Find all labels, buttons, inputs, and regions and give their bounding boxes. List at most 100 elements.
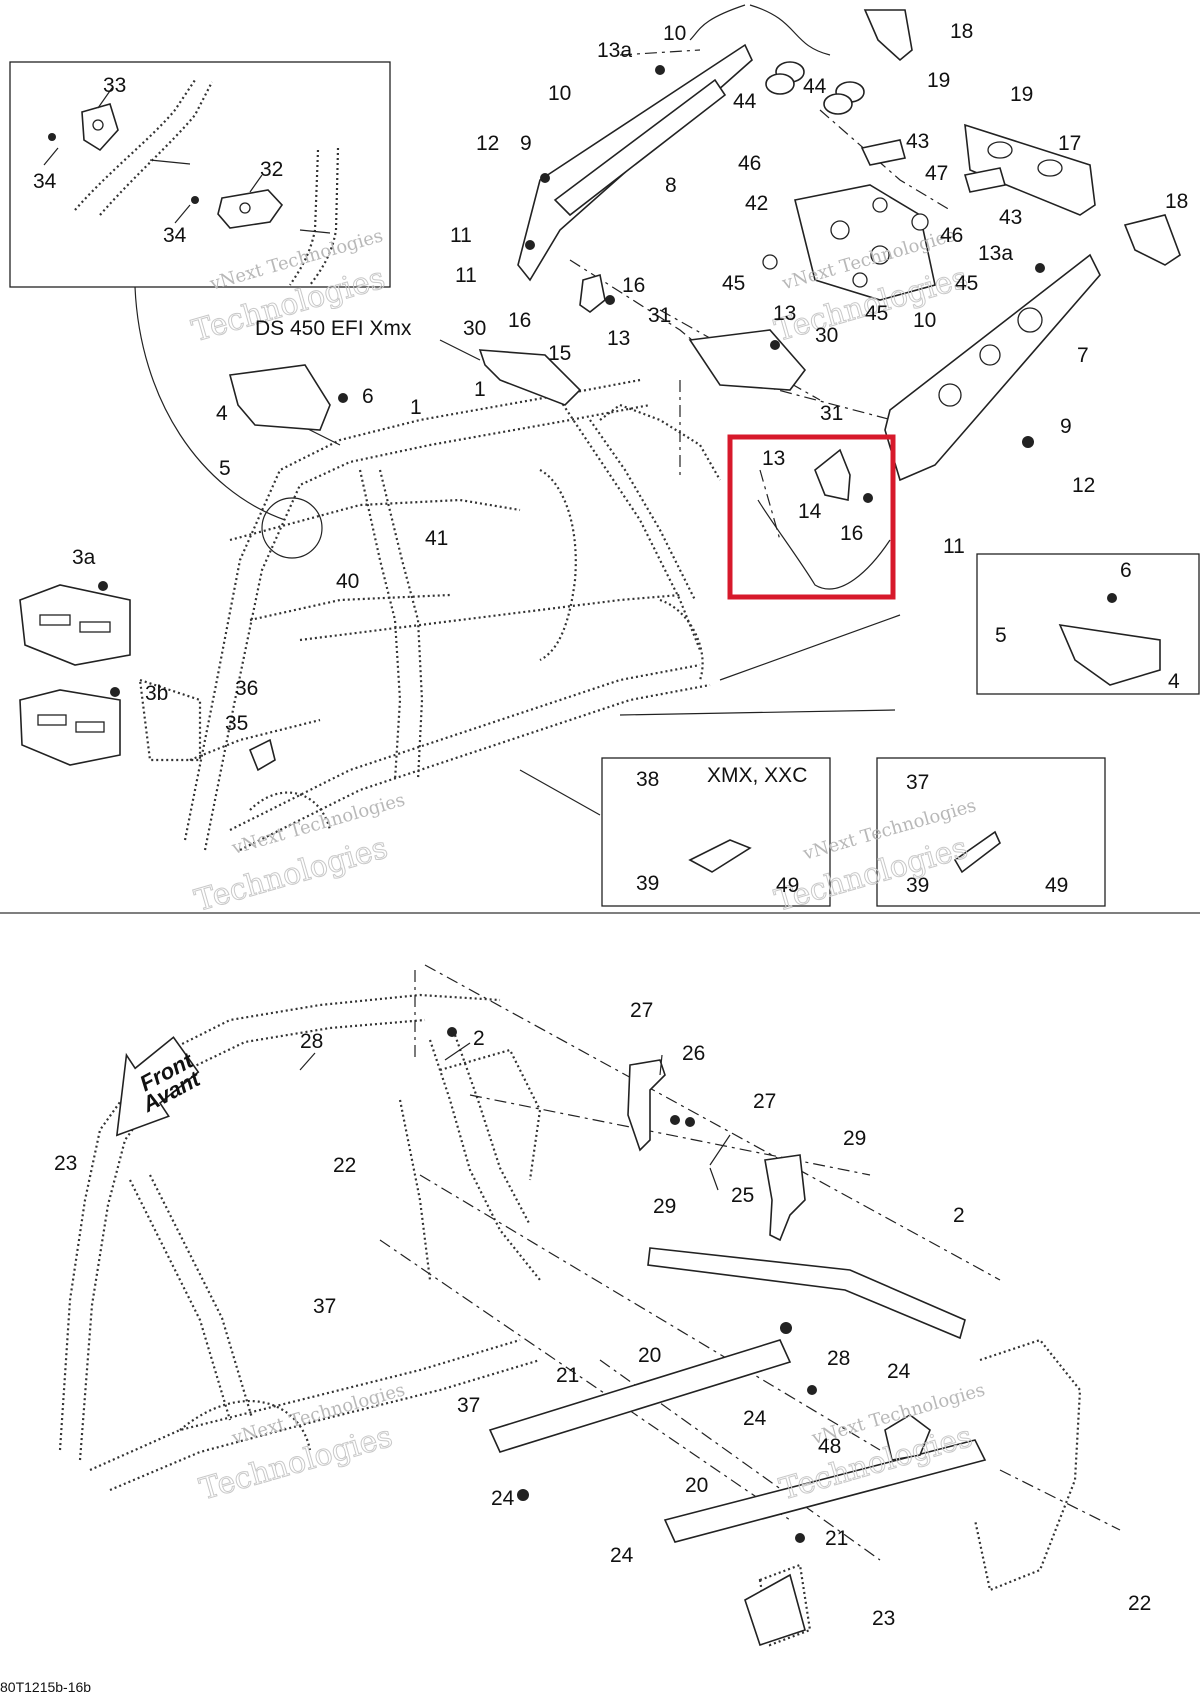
callout: 37: [906, 771, 929, 794]
callout: 23: [872, 1607, 895, 1630]
callout: 30: [815, 324, 838, 347]
callout: 32: [260, 158, 283, 181]
callout: 29: [653, 1195, 676, 1218]
callout: 24: [887, 1360, 911, 1383]
part-3b-guard: [19, 689, 121, 766]
frame-bottom: [58, 993, 1082, 1647]
callout: 3b: [145, 682, 168, 705]
callout: 43: [999, 206, 1022, 229]
highlight-frame: [727, 434, 896, 600]
figure-code: 80T1215b-16b: [0, 1679, 91, 1695]
front-arrow: Front Avant: [115, 1036, 205, 1137]
callout: 19: [1010, 83, 1033, 106]
callout: 10: [913, 309, 936, 332]
callouts-bottom: 28 2 27 26 22 23 29 27 29 25 2 37 37 28 …: [54, 999, 1151, 1630]
callout: 6: [362, 385, 374, 408]
callout: 16: [840, 522, 863, 545]
callout: 37: [313, 1295, 336, 1318]
part-7-rail: [884, 253, 1101, 482]
callout: 1: [410, 396, 422, 419]
callout: 13a: [978, 242, 1013, 265]
callout: 18: [1165, 190, 1188, 213]
callout: 13: [773, 302, 796, 325]
callout: 46: [738, 152, 761, 175]
callout: 37: [457, 1394, 480, 1417]
part-20b-rail: [663, 1439, 987, 1543]
callout: 10: [548, 82, 571, 105]
variant-label: XMX, XXC: [707, 764, 807, 787]
callout: 30: [463, 317, 486, 340]
callout: 9: [1060, 415, 1072, 438]
callout: 10: [663, 22, 686, 45]
inset-leader: [134, 286, 286, 521]
part-30-plate: [478, 349, 582, 406]
callout: 22: [1128, 1592, 1151, 1615]
callout: 15: [548, 342, 571, 365]
footrest-detail-box: [976, 553, 1200, 695]
callout: 13: [762, 447, 785, 470]
crossmember: [647, 1247, 966, 1340]
callout: 44: [733, 90, 757, 113]
callout: 31: [648, 304, 671, 327]
callout: 39: [636, 872, 659, 895]
callout: 49: [776, 874, 799, 897]
callout: 45: [722, 272, 745, 295]
callout: 24: [491, 1487, 515, 1510]
callout: 12: [1072, 474, 1095, 497]
part-25-bracket: [764, 1154, 806, 1242]
callout: 42: [745, 192, 768, 215]
callout: 28: [300, 1030, 323, 1053]
part-18b-clip: [1123, 214, 1181, 266]
callout: 13: [607, 327, 630, 350]
callout: 34: [33, 170, 57, 193]
callout: 21: [556, 1364, 579, 1387]
callout: 48: [818, 1435, 841, 1458]
callout: 36: [235, 677, 258, 700]
part-48-bracket: [884, 1414, 931, 1461]
callout: 28: [827, 1347, 850, 1370]
callout: 45: [865, 302, 888, 325]
part-18-clip: [863, 9, 913, 62]
callout: 14: [798, 500, 822, 523]
part-3a-guard: [19, 584, 131, 666]
callout: 4: [1168, 670, 1180, 693]
detail-inset: [9, 61, 391, 288]
callout: 16: [508, 309, 531, 332]
callout: 44: [803, 75, 827, 98]
callout: 26: [682, 1042, 705, 1065]
part-26-bracket: [627, 1059, 666, 1152]
part-42-bracket: [794, 184, 936, 301]
watermark-6: vNext Technologies Technologies: [775, 1379, 987, 1508]
callout: 24: [743, 1407, 767, 1430]
part-14-bracket: [814, 448, 851, 501]
callout: 17: [1058, 132, 1081, 155]
callout: 2: [473, 1027, 485, 1050]
svg-text:Technologies: Technologies: [196, 1419, 397, 1507]
callout: 25: [731, 1184, 754, 1207]
watermark-3: vNext Technologies Technologies: [190, 789, 407, 919]
callout: 39: [906, 874, 929, 897]
callout: 5: [219, 457, 231, 480]
callout: 9: [520, 132, 532, 155]
callout: 24: [610, 1544, 634, 1567]
callout: 46: [940, 224, 963, 247]
callout: 35: [225, 712, 248, 735]
callout: 20: [685, 1474, 708, 1497]
callout: 11: [943, 535, 965, 558]
callout: 3a: [72, 546, 96, 569]
callout: 11: [455, 264, 477, 287]
callout: 19: [927, 69, 950, 92]
callout: 29: [843, 1127, 866, 1150]
callout: 27: [630, 999, 653, 1022]
callout: 7: [1077, 344, 1089, 367]
callout: 12: [476, 132, 499, 155]
callout: 5: [995, 624, 1007, 647]
part-15-bracket: [579, 273, 606, 313]
callout: 41: [425, 527, 448, 550]
model-label: DS 450 EFI Xmx: [255, 317, 412, 340]
svg-text:Technologies: Technologies: [191, 830, 392, 918]
callout: 47: [925, 162, 948, 185]
callout: 43: [906, 130, 929, 153]
callout: 40: [336, 570, 359, 593]
